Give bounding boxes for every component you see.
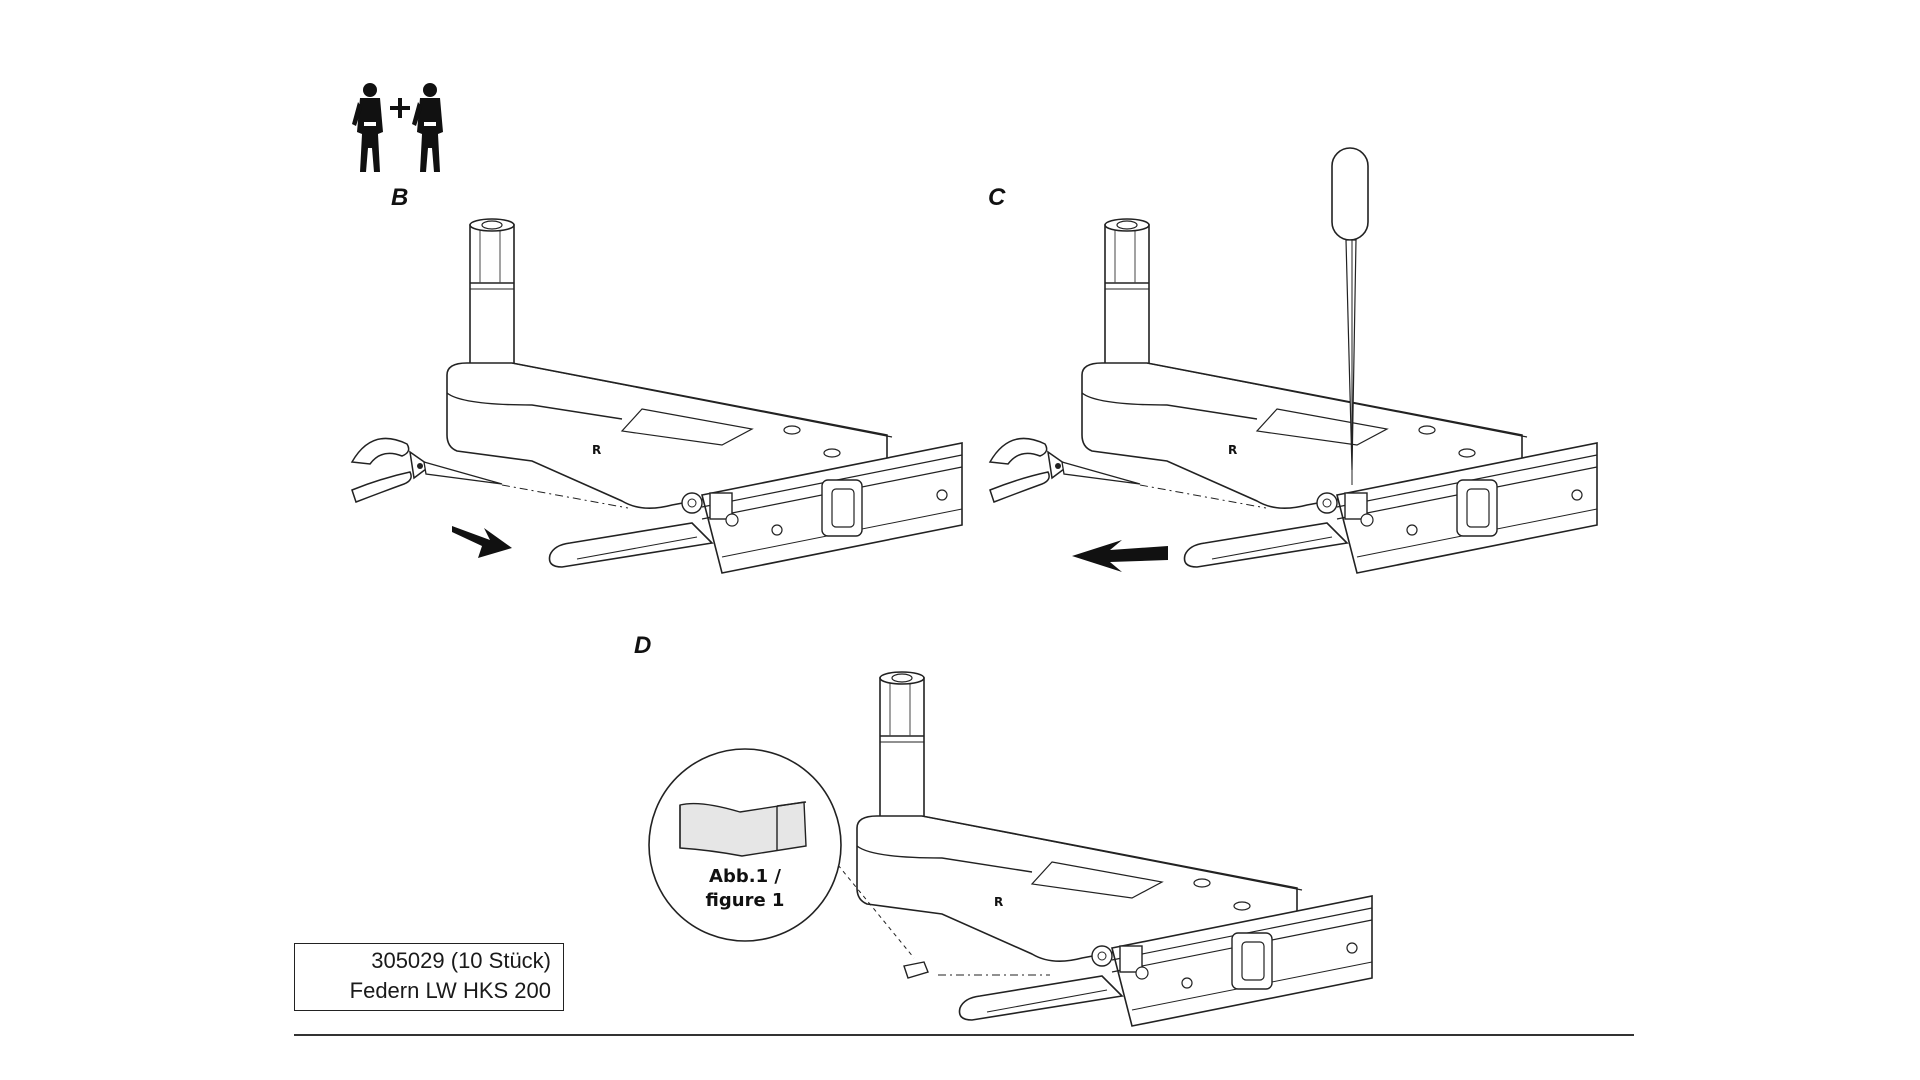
bottom-divider [294,1034,1634,1036]
two-workers-icon [352,83,443,172]
part-marker-r: R [592,443,601,457]
part-marker-r: R [994,895,1003,909]
caption-line-1: 305029 (10 Stück) [371,948,551,973]
caption-line-2: Federn LW HKS 200 [349,978,551,1003]
detail-label-line2: figure 1 [706,890,785,911]
part-marker-r: R [1228,443,1237,457]
detail-circle: Abb.1 / figure 1 [648,748,842,942]
spring-clip-part [903,961,929,979]
panel-d-illustration: R Abb.1 / figure 1 [648,671,1373,1027]
arrow-left-icon [1072,540,1168,572]
step-label-b: B [391,184,409,211]
step-label-c: C [988,184,1006,211]
detail-label-line1: Abb.1 / [709,866,781,887]
awl-tool-icon [1331,147,1369,485]
part-number-caption: 305029 (10 Stück) Federn LW HKS 200 [294,943,564,1011]
arrow-down-right-icon [452,526,512,558]
step-label-d: D [634,632,652,659]
panel-b-illustration: R [351,218,963,574]
panel-c-illustration: R [989,147,1598,574]
